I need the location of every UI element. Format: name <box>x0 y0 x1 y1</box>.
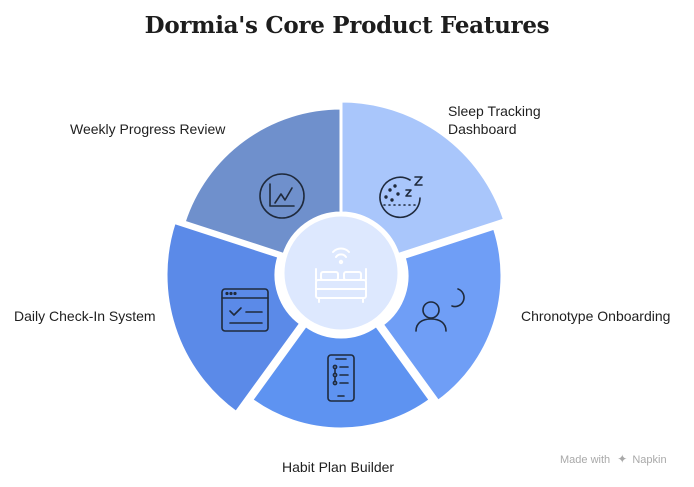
segment-sleep-tracking <box>339 99 507 257</box>
checklist-window-icon <box>221 288 269 332</box>
bed-wifi-icon <box>315 247 367 303</box>
napkin-logo-icon: ✦ <box>617 452 628 466</box>
trend-chart-icon <box>259 173 305 219</box>
page-title: Dormia's Core Product Features <box>144 12 550 39</box>
label-chronotype-onboarding: Chronotype Onboarding <box>521 308 671 324</box>
label-weekly-review: Weekly Progress Review <box>70 121 226 137</box>
label-habit-plan-builder: Habit Plan Builder <box>282 459 395 475</box>
label-sleep-tracking: Sleep Tracking Dashboard <box>448 103 541 137</box>
segment-habit-plan <box>249 323 433 431</box>
made-with-text: Made with <box>560 454 611 466</box>
phone-checklist-icon <box>327 354 355 402</box>
label-daily-checkin: Daily Check-In System <box>14 308 156 324</box>
napkin-brand-text: Napkin <box>632 454 667 466</box>
person-moon-icon <box>415 288 465 332</box>
made-with-napkin: Made with ✦ Napkin <box>560 452 667 466</box>
sleep-z-chart-icon <box>379 176 423 219</box>
center-hub <box>281 213 401 333</box>
segment-chronotype <box>380 226 504 404</box>
segment-daily-checkin <box>164 220 303 415</box>
segment-weekly-review <box>182 106 343 257</box>
